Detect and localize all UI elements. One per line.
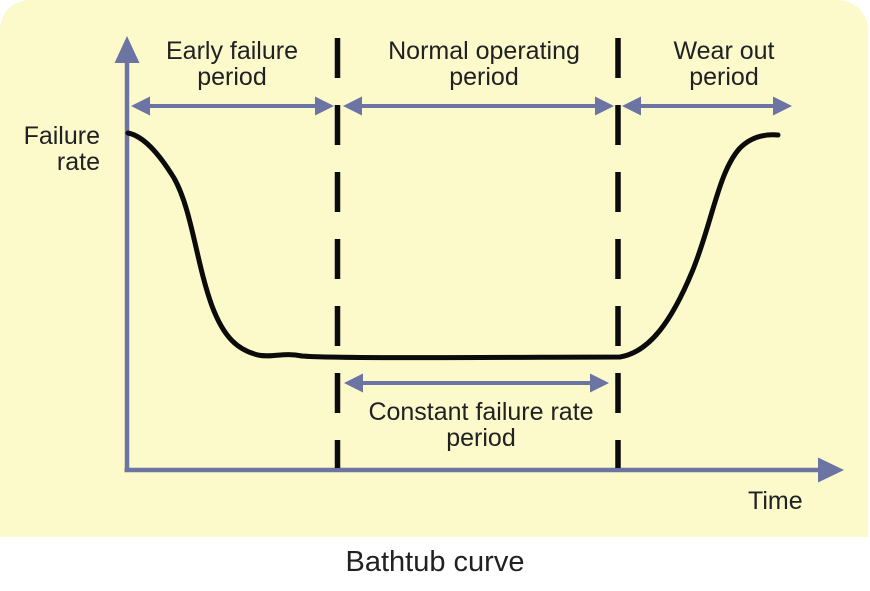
- y-axis-arrowhead-icon: [114, 36, 140, 63]
- region-label-early-failure: Early failure period: [166, 38, 298, 90]
- constant-failure-rate-label: Constant failure rate period: [368, 399, 593, 451]
- y-axis-label: Failure rate: [16, 123, 100, 175]
- diagram-canvas: [114, 36, 844, 483]
- x-axis-label: Time: [748, 487, 803, 515]
- region-normal-line2: period: [449, 63, 519, 91]
- x-axis-arrowhead-icon: [818, 457, 844, 483]
- early-arrow-right-head-icon: [315, 96, 334, 116]
- constant-arrow-left-head-icon: [344, 373, 363, 393]
- bathtub-curve: [125, 130, 781, 361]
- region-early-line2: period: [197, 63, 267, 91]
- normal-period-range-arrow: [343, 96, 614, 116]
- y-axis-label-line2: rate: [56, 148, 100, 176]
- y-axis-label-line1: Failure: [23, 122, 100, 150]
- wearout-period-range-arrow: [622, 96, 792, 116]
- region-wear-line1: Wear out: [673, 37, 775, 65]
- region-wear-line2: period: [689, 63, 759, 91]
- early-period-range-arrow: [131, 96, 334, 116]
- figure-caption: Bathtub curve: [345, 546, 525, 578]
- wearout-arrow-right-head-icon: [773, 96, 792, 116]
- region-early-line1: Early failure: [166, 37, 298, 65]
- early-arrow-left-head-icon: [131, 96, 150, 116]
- constant-failure-range-arrow: [344, 373, 609, 393]
- constant-arrow-right-head-icon: [590, 373, 609, 393]
- normal-arrow-left-head-icon: [343, 96, 362, 116]
- diagram-card: [0, 0, 868, 537]
- constant-label-line2: period: [446, 424, 516, 452]
- region-label-wear-out: Wear out period: [674, 38, 775, 90]
- region-label-normal-operating: Normal operating period: [388, 38, 580, 90]
- constant-label-line1: Constant failure rate: [368, 398, 594, 426]
- normal-arrow-right-head-icon: [595, 96, 614, 116]
- wearout-arrow-left-head-icon: [622, 96, 641, 116]
- region-normal-line1: Normal operating: [388, 37, 580, 65]
